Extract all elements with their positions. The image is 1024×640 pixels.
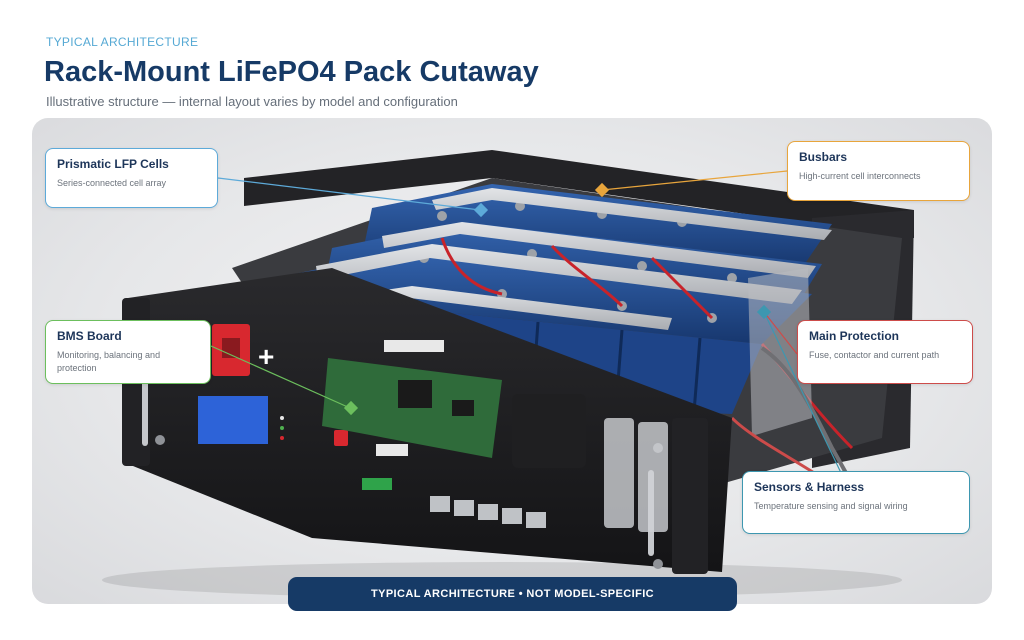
callout-title: Main Protection (809, 329, 900, 343)
bms-chip (398, 380, 432, 408)
rj45-port (502, 508, 522, 524)
callout-main-protection: Main Protection Fuse, contactor and curr… (797, 320, 973, 384)
bms-chip (452, 400, 474, 416)
panel-screw (653, 559, 663, 569)
cell-row-front-top (282, 246, 812, 344)
fuse-holder (604, 418, 634, 528)
callout-description: Series-connected cell array (57, 178, 167, 188)
bms-connector (376, 444, 408, 456)
positive-symbol: + (258, 341, 274, 372)
callout-description: Temperature sensing and signal wiring (754, 501, 908, 511)
bms-connector (384, 340, 444, 352)
chassis-back-wall (244, 150, 914, 238)
page-subtitle: Illustrative structure — internal layout… (46, 94, 458, 109)
fuse-holder (638, 422, 668, 532)
busbar-strip (316, 244, 802, 304)
callout-description: High-current cell interconnects (799, 171, 921, 181)
green-terminal-block (362, 478, 392, 490)
panel-screw (155, 435, 165, 445)
leader-sensors-marker (756, 304, 772, 320)
callout-bms: BMS Board Monitoring, balancing and prot… (45, 320, 211, 384)
wire-red (550, 244, 624, 308)
rj45-port (526, 512, 546, 528)
wire-red (650, 256, 714, 320)
page-title: Rack-Mount LiFePO4 Pack Cutaway (44, 56, 539, 88)
rj45-port (430, 496, 450, 512)
busbar-strip (382, 222, 816, 278)
status-led (280, 416, 284, 420)
callout-title: Busbars (799, 150, 848, 164)
status-led (280, 436, 284, 440)
contactor (512, 394, 586, 468)
cell-terminal (637, 261, 647, 271)
cell-terminal (437, 211, 447, 221)
wire-red (440, 237, 503, 296)
rack-ear-right (672, 418, 708, 574)
eyebrow-label: TYPICAL ARCHITECTURE (46, 35, 199, 49)
leader-protection (763, 311, 798, 355)
lcd-display (198, 396, 268, 444)
callout-busbars: Busbars High-current cell interconnects (787, 141, 970, 201)
busbar-strip (432, 188, 832, 240)
leader-busbars (601, 170, 788, 191)
status-led (280, 426, 284, 430)
callout-sensors-harness: Sensors & Harness Temperature sensing an… (742, 471, 970, 534)
leader-bms (210, 345, 351, 409)
leader-cells (217, 177, 481, 211)
rj45-port (454, 500, 474, 516)
rj45-port (478, 504, 498, 520)
callout-title: Sensors & Harness (754, 480, 865, 494)
leader-cells-marker (473, 202, 489, 218)
cell-divider (692, 337, 702, 413)
leader-busbars-marker (594, 182, 610, 198)
handle-left (142, 368, 148, 446)
callout-description: Monitoring, balancing and protection (57, 350, 161, 373)
leader-bms-marker (343, 400, 359, 416)
callout-description: Fuse, contactor and current path (809, 350, 940, 360)
callout-title: BMS Board (57, 329, 122, 343)
leader-sensors (763, 311, 855, 501)
callout-title: Prismatic LFP Cells (57, 157, 169, 171)
disclaimer-banner: TYPICAL ARCHITECTURE • NOT MODEL-SPECIFI… (288, 577, 737, 611)
power-switch (334, 430, 348, 446)
comm-ports (362, 478, 546, 528)
cell-terminal (727, 273, 737, 283)
callout-cells: Prismatic LFP Cells Series-connected cel… (45, 148, 218, 208)
